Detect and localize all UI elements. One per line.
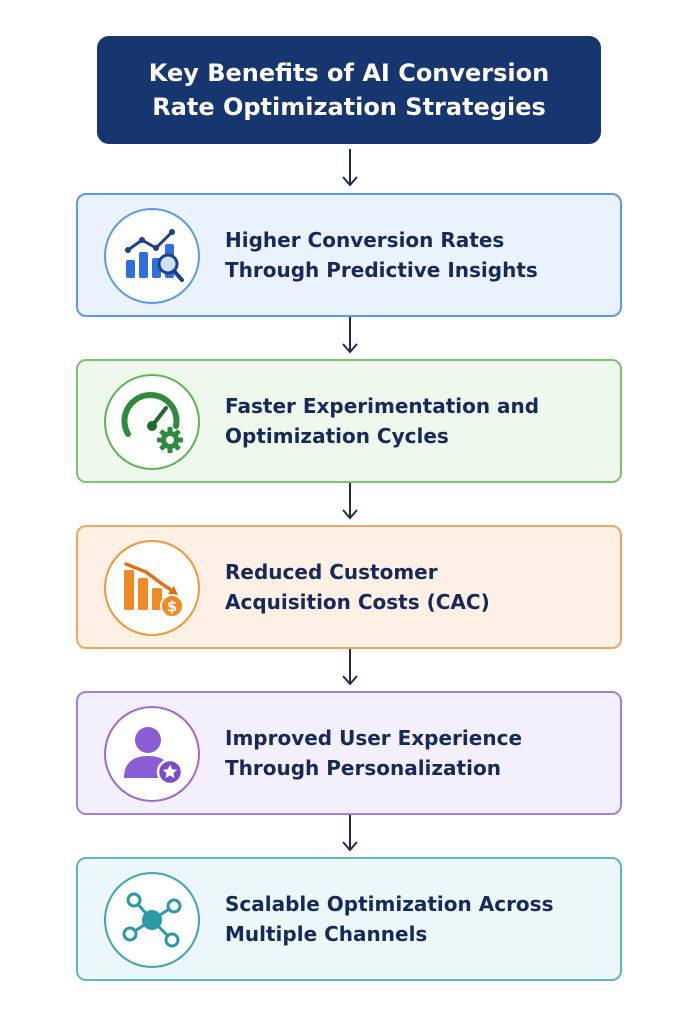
benefit-text: Improved User Experience Through Persona… — [225, 723, 522, 783]
benefit-card-cac: $ Reduced Customer Acquisition Costs (CA… — [76, 525, 622, 649]
benefit-line-1: Reduced Customer — [225, 560, 438, 584]
benefit-line-2: Through Personalization — [225, 756, 501, 780]
icon-circle — [104, 208, 200, 304]
benefit-line-1: Faster Experimentation and — [225, 394, 540, 418]
diagram-title: Key Benefits of AI Conversion Rate Optim… — [97, 36, 601, 144]
user-star-icon — [124, 727, 184, 786]
benefit-text: Reduced Customer Acquisition Costs (CAC) — [225, 557, 490, 617]
icon-circle — [104, 872, 200, 968]
declining-bars-dollar-icon: $ — [124, 562, 184, 618]
benefit-card-conversion-rates: Higher Conversion Rates Through Predicti… — [76, 193, 622, 317]
benefit-line-1: Higher Conversion Rates — [225, 228, 505, 252]
chart-magnifier-icon — [125, 229, 184, 282]
down-arrow-icon — [340, 646, 360, 688]
network-nodes-icon — [122, 892, 182, 948]
svg-text:$: $ — [167, 598, 177, 616]
benefit-text: Scalable Optimization Across Multiple Ch… — [225, 889, 553, 949]
icon-circle — [104, 706, 200, 802]
down-arrow-icon — [340, 812, 360, 854]
benefit-text: Faster Experimentation and Optimization … — [225, 391, 539, 451]
benefit-card-user-experience: Improved User Experience Through Persona… — [76, 691, 622, 815]
title-line-1: Key Benefits of AI Conversion — [148, 59, 550, 87]
benefit-card-scalable: Scalable Optimization Across Multiple Ch… — [76, 857, 622, 981]
benefit-line-2: Acquisition Costs (CAC) — [225, 590, 490, 614]
benefit-line-2: Multiple Channels — [225, 922, 428, 946]
benefit-line-2: Through Predictive Insights — [225, 258, 538, 282]
benefit-card-experimentation: Faster Experimentation and Optimization … — [76, 359, 622, 483]
down-arrow-icon — [340, 147, 360, 189]
benefit-line-1: Scalable Optimization Across — [225, 892, 554, 916]
icon-circle — [104, 374, 200, 470]
icon-circle: $ — [104, 540, 200, 636]
down-arrow-icon — [340, 314, 360, 356]
speedometer-gear-icon — [121, 391, 183, 453]
benefit-line-2: Optimization Cycles — [225, 424, 449, 448]
benefit-text: Higher Conversion Rates Through Predicti… — [225, 225, 538, 285]
benefit-line-1: Improved User Experience — [225, 726, 523, 750]
title-line-2: Rate Optimization Strategies — [152, 93, 546, 121]
down-arrow-icon — [340, 480, 360, 522]
